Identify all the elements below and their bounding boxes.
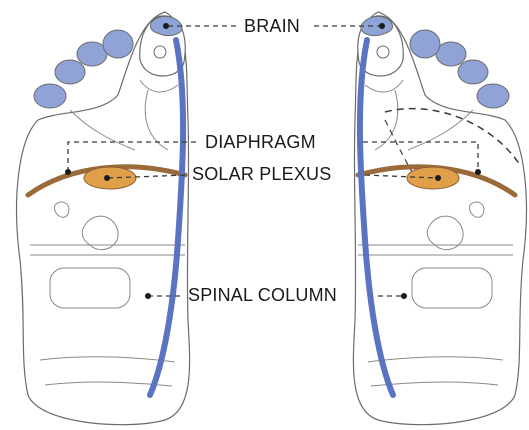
right-solar-plexus [407,167,459,189]
right-toe-4 [410,30,440,58]
right-toe-2 [458,60,488,84]
right-foot [353,12,526,425]
label-brain: BRAIN [244,17,300,35]
left-toe-1 [34,84,66,108]
right-toe-1 [477,84,509,108]
left-toe-2 [55,60,85,84]
left-toe-3 [77,42,107,66]
label-diaphragm: DIAPHRAGM [205,133,316,151]
right-toe-3 [436,42,466,66]
left-foot [17,12,190,425]
left-toe-4 [103,30,133,58]
label-solar-plexus: SOLAR PLEXUS [192,165,331,183]
right-brain-zone [361,16,393,35]
label-spinal-column: SPINAL COLUMN [188,286,337,304]
